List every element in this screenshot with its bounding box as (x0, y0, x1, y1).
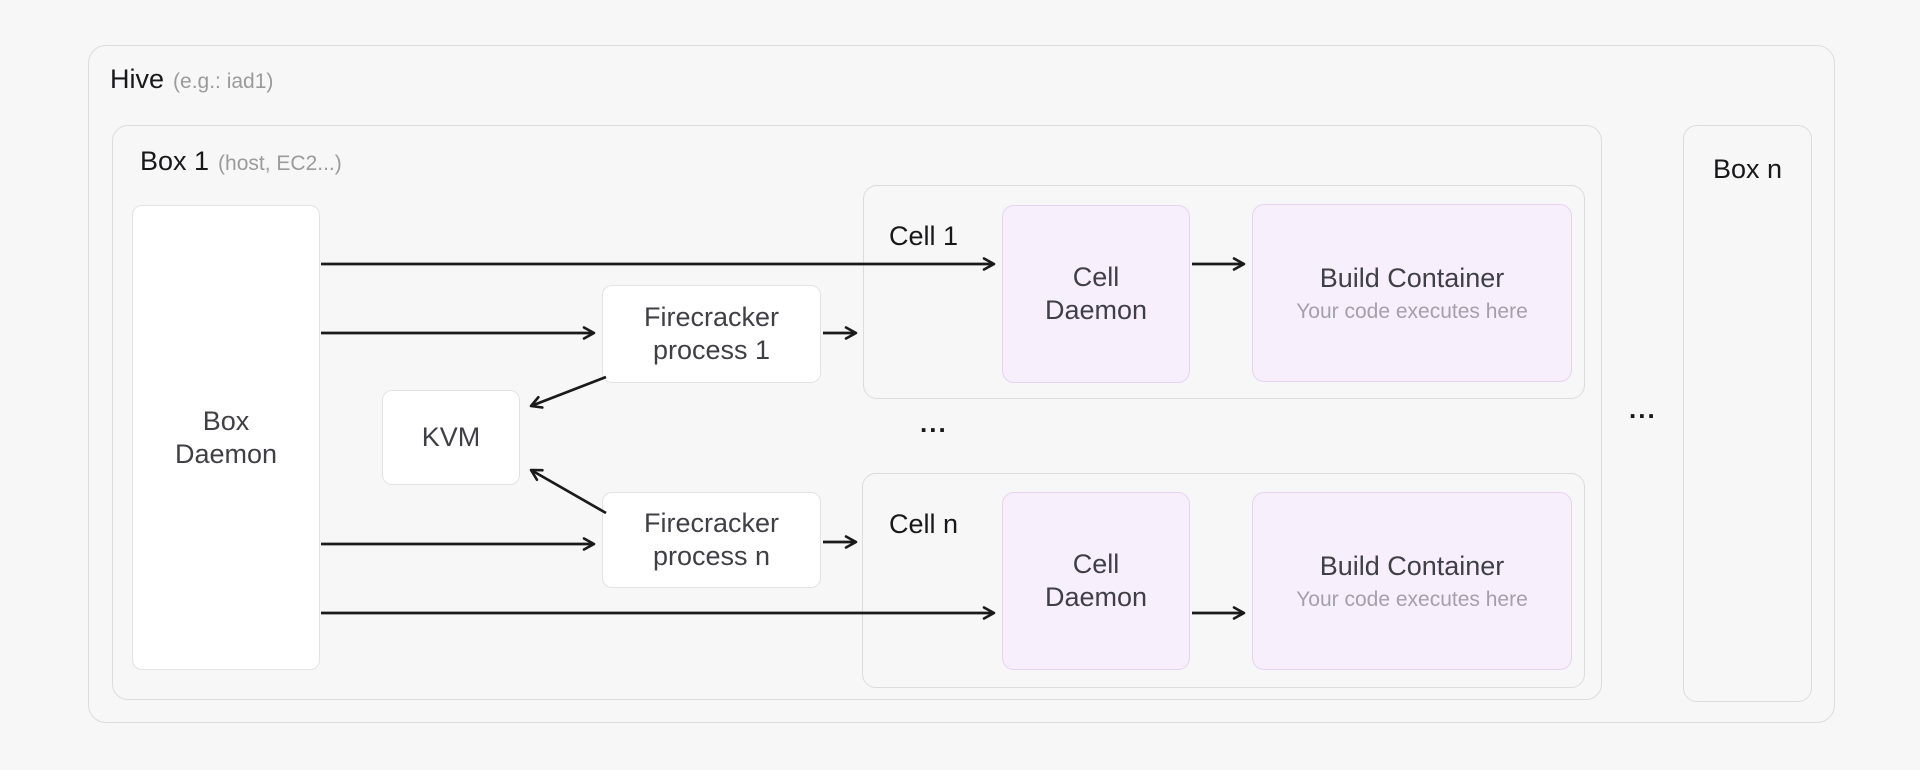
cell1-build-container-title: Build Container (1319, 262, 1505, 293)
box1-title: Box 1 (140, 146, 210, 176)
hive-title: Hive (110, 64, 165, 94)
kvm-label: KVM (421, 422, 481, 453)
cell1-build-container-subtitle: Your code executes here (1296, 299, 1528, 323)
firecracker-1-label-line2: process 1 (652, 335, 771, 365)
boxes-ellipsis: ... (1629, 394, 1657, 424)
hive-title-row: Hive (e.g.: iad1) (110, 64, 273, 95)
box-daemon-node: Box Daemon (132, 205, 320, 670)
cell1-title: Cell 1 (889, 221, 959, 251)
firecracker-process-n-node: Firecracker process n (602, 492, 821, 588)
firecracker-n-label-line1: Firecracker (643, 508, 779, 539)
hive-container (88, 45, 1835, 723)
cell1-daemon-label-line1: Cell (1072, 262, 1120, 293)
celln-build-container-subtitle: Your code executes here (1296, 587, 1528, 611)
cell1-daemon-label-line2: Daemon (1044, 295, 1148, 325)
celln-daemon-label-line1: Cell (1072, 549, 1120, 580)
celln-container: Cell n (862, 473, 1585, 688)
cell1-container: Cell 1 (863, 185, 1585, 399)
box1-container (112, 125, 1602, 700)
box1-title-row: Box 1 (host, EC2...) (140, 146, 342, 177)
celln-title: Cell n (889, 509, 959, 539)
boxn-title: Box n (1712, 154, 1783, 184)
boxn-container: Box n (1683, 125, 1812, 702)
cell1-daemon-node: Cell Daemon (1002, 205, 1190, 383)
kvm-node: KVM (382, 390, 520, 485)
firecracker-n-label-line2: process n (652, 541, 771, 571)
celln-daemon-label-line2: Daemon (1044, 582, 1148, 612)
hive-title-hint: (e.g.: iad1) (173, 70, 274, 93)
firecracker-process-1-node: Firecracker process 1 (602, 285, 821, 383)
cells-ellipsis: ... (920, 408, 948, 438)
box1-title-hint: (host, EC2...) (218, 152, 342, 175)
celln-build-container-node: Build Container Your code executes here (1252, 492, 1572, 670)
box-daemon-label-line1: Box (202, 405, 250, 436)
celln-daemon-node: Cell Daemon (1002, 492, 1190, 670)
celln-build-container-title: Build Container (1319, 550, 1505, 581)
box-daemon-label-line2: Daemon (174, 438, 278, 469)
firecracker-1-label-line1: Firecracker (643, 302, 779, 333)
cell1-build-container-node: Build Container Your code executes here (1252, 204, 1572, 382)
